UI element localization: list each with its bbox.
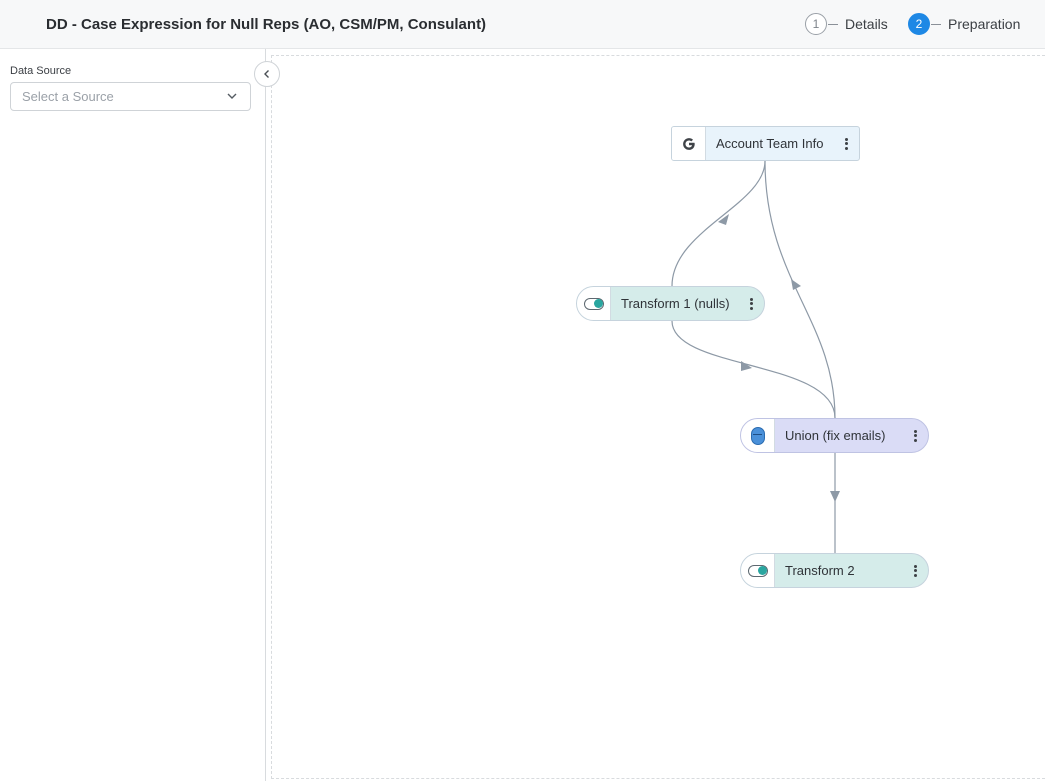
data-source-label: Data Source [10,65,72,77]
node-transform-2[interactable]: Transform 2 [740,553,929,588]
node-label: Union (fix emails) [785,428,886,443]
more-vertical-icon [913,428,917,443]
step-connector [931,23,941,25]
node-transform-1[interactable]: Transform 1 (nulls) [576,286,765,321]
node-account-team-info[interactable]: Account Team Info [671,126,860,161]
google-icon [672,127,706,160]
pipeline-canvas[interactable] [271,55,1045,779]
step-preparation[interactable]: 2 Preparation [908,12,1020,36]
collapse-sidebar-button[interactable] [254,61,280,87]
node-menu-button[interactable] [902,554,928,587]
node-menu-button[interactable] [738,287,764,320]
more-vertical-icon [844,136,848,151]
node-menu-button[interactable] [902,419,928,452]
header: DD - Case Expression for Null Reps (AO, … [0,0,1045,49]
union-icon [741,419,775,452]
data-source-placeholder: Select a Source [22,89,114,104]
more-vertical-icon [913,563,917,578]
node-menu-button[interactable] [833,127,859,160]
node-label: Transform 1 (nulls) [621,296,730,311]
step-details[interactable]: 1 Details [805,12,888,36]
step-label: Details [845,16,888,32]
more-vertical-icon [749,296,753,311]
step-connector [828,23,838,25]
transform-icon [577,287,611,320]
node-label: Transform 2 [785,563,855,578]
data-source-select[interactable]: Select a Source [10,82,251,111]
page-title: DD - Case Expression for Null Reps (AO, … [46,16,487,33]
step-label: Preparation [948,16,1021,32]
step-number: 2 [908,13,930,35]
transform-icon [741,554,775,587]
sidebar: Data Source Select a Source [0,49,266,781]
chevron-down-icon [227,93,237,99]
node-label: Account Team Info [716,136,824,151]
step-number: 1 [805,13,827,35]
chevron-left-icon [264,70,269,78]
node-union[interactable]: Union (fix emails) [740,418,929,453]
